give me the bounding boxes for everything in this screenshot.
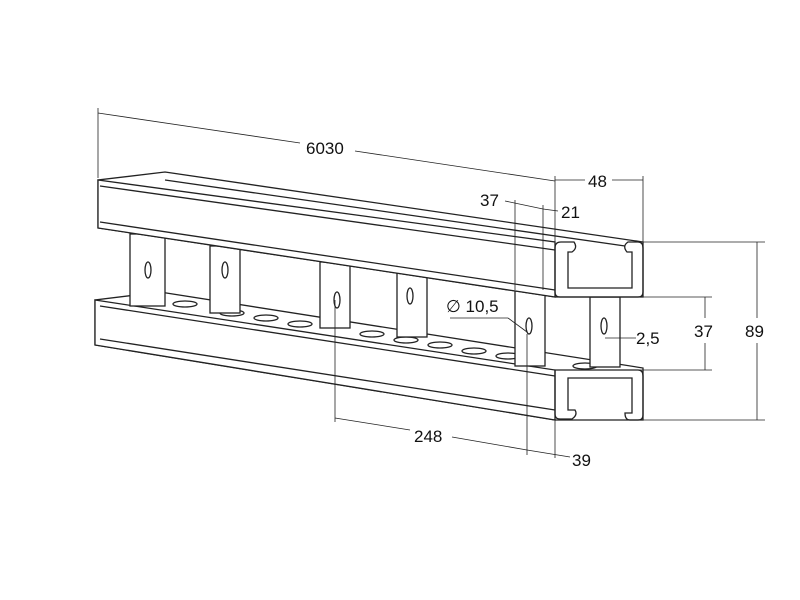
- dimension-lines: [97, 108, 765, 458]
- dim-overall-length: 6030: [306, 139, 344, 158]
- connector-plates: [129, 233, 621, 368]
- dim-channel-width: 48: [588, 172, 607, 191]
- lower-channel: [94, 291, 644, 421]
- dim-plate-pitch: 248: [414, 427, 442, 446]
- upper-channel: [97, 171, 644, 298]
- dim-total-height: 89: [745, 322, 764, 341]
- dim-hole-offset: 39: [572, 451, 591, 470]
- dim-plate-thickness: 2,5: [636, 329, 660, 348]
- dim-gap-height: 37: [694, 322, 713, 341]
- dim-hole-diameter: ∅ 10,5: [446, 297, 499, 316]
- dim-plate-spacing-top: 37: [480, 191, 499, 210]
- dimension-labels: 6030 48 37 21 89 37 2,5 ∅ 10,5 248 39: [306, 139, 764, 470]
- dim-offset-top: 21: [561, 203, 580, 222]
